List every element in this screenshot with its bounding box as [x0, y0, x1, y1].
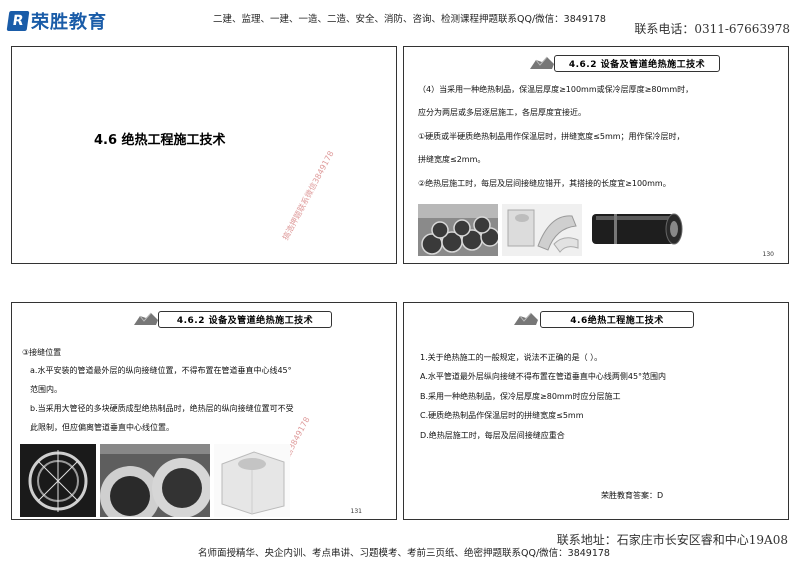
footer-courses-line: 名师面授精华、央企内训、考点串讲、习题模考、考前三页纸、绝密押题联系QQ/微信：… [198, 548, 610, 559]
answer-text: 荣胜教育答案：D [601, 491, 664, 500]
logo-icon: R [6, 11, 30, 31]
insulated-pipes-photo [418, 204, 498, 256]
option-a: A.水平管道最外层纵向接缝不得布置在管道垂直中心线两侧45°范围内 [420, 372, 667, 381]
seam-position-diagram-photo [20, 444, 96, 517]
page-number: 131 [350, 508, 362, 515]
option-d: D.绝热层施工时，每层及层间接缝应重合 [420, 431, 565, 440]
stone-deco-icon [134, 312, 158, 325]
watermark-text: 搞浩押题联系微信3849178 [280, 149, 336, 242]
insulation-shells-photo [502, 204, 582, 256]
text-line: 范围内。 [30, 385, 62, 394]
slide-main-title: 4.6 绝热工程施工技术 [94, 133, 226, 148]
page-header: R 荣胜教育 二建、监理、一建、一造、二造、安全、消防、咨询、检测课程押题联系Q… [0, 0, 800, 40]
text-line: ①硬质或半硬质绝热制品用作保温层时，拼缝宽度≤5mm；用作保冷层时， [418, 132, 685, 141]
slide-heading: 4.6绝热工程施工技术 [540, 311, 694, 328]
jacketed-pipe-photo [586, 204, 688, 256]
header-phone: 联系电话：0311-67663978 [634, 22, 790, 36]
text-line: ②绝热层施工时，每层及层间接缝应错开，其搭接的长度宜≥100mm。 [418, 179, 671, 188]
stone-deco-icon [530, 56, 554, 69]
foam-insulation-block-photo [214, 444, 290, 517]
text-line: 此限制，但应偏离管道垂直中心线位置。 [30, 423, 174, 432]
stone-deco-icon [514, 312, 538, 325]
logo-text: 荣胜教育 [31, 12, 107, 33]
text-line: 拼缝宽度≤2mm。 [418, 155, 486, 164]
text-line: b.当采用大管径的多块硬质成型绝热制品时，绝热层的纵向接缝位置可不受 [30, 404, 294, 413]
text-line: ③接缝位置 [22, 348, 62, 357]
text-line: （4）当采用一种绝热制品，保温层厚度≥100mm或保冷层厚度≥80mm时， [418, 85, 694, 94]
brand-logo: R 荣胜教育 [6, 8, 107, 34]
header-courses-line: 二建、监理、一建、一造、二造、安全、消防、咨询、检测课程押题联系QQ/微信：38… [213, 14, 606, 25]
text-line: 应分为两层或多层逐层施工，各层厚度宜接近。 [418, 108, 586, 117]
question-text: 1.关于绝热施工的一般规定，说法不正确的是（ ）。 [420, 353, 603, 362]
slide-heading: 4.6.2 设备及管道绝热施工技术 [554, 55, 720, 72]
text-line: a.水平安装的管道最外层的纵向接缝位置，不得布置在管道垂直中心线45° [30, 366, 292, 375]
page-number: 130 [762, 251, 774, 258]
option-b: B.采用一种绝热制品，保冷层厚度≥80mm时应分层施工 [420, 392, 621, 401]
slide-heading: 4.6.2 设备及管道绝热施工技术 [158, 311, 332, 328]
option-c: C.硬质绝热制品作保温层时的拼缝宽度≤5mm [420, 411, 584, 420]
slide-130: 4.6.2 设备及管道绝热施工技术 （4）当采用一种绝热制品，保温层厚度≥100… [403, 46, 789, 264]
slide-title: 4.6 绝热工程施工技术 搞浩押题联系微信3849178 [11, 46, 397, 264]
slide-131: 4.6.2 设备及管道绝热施工技术 ③接缝位置 a.水平安装的管道最外层的纵向接… [11, 302, 397, 520]
footer-address: 联系地址：石家庄市长安区睿和中心19A08 [556, 533, 788, 547]
large-pipe-insulation-photo [100, 444, 210, 517]
slide-quiz: 4.6绝热工程施工技术 1.关于绝热施工的一般规定，说法不正确的是（ ）。 A.… [403, 302, 789, 520]
